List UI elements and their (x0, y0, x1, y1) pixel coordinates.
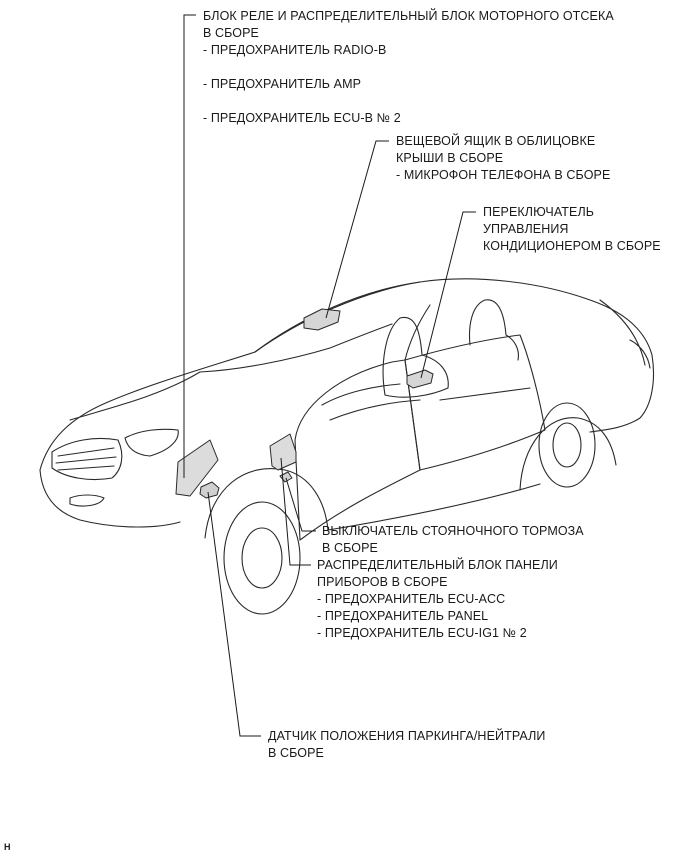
neutral-sensor-line2: В СБОРЕ (268, 746, 324, 760)
windshield-lower (199, 323, 393, 373)
ac-switch-line3: КОНДИЦИОНЕРОМ В СБОРЕ (483, 239, 661, 253)
ac-control-switch (406, 369, 434, 389)
leader-panel-block (280, 457, 311, 566)
leader-neutral-sensor (207, 491, 261, 737)
leader-roof-box (325, 140, 389, 319)
panel-block-fuse-panel: - ПРЕДОХРАНИТЕЛЬ PANEL (317, 609, 489, 623)
roof-box-line2: КРЫШИ В СБОРЕ (396, 151, 504, 165)
roof-box-line1: ВЕЩЕВОЙ ЯЩИК В ОБЛИЦОВКЕ (396, 134, 596, 148)
rocker-sill (327, 483, 541, 531)
panel-block-line2: ПРИБОРОВ В СБОРЕ (317, 575, 448, 589)
engine-relay-block (175, 439, 219, 497)
figure-code: H (4, 842, 11, 852)
leader-ac-switch (420, 211, 476, 379)
rear-wheel (538, 402, 596, 488)
front-wheel-arch (204, 468, 329, 539)
interior-line (329, 387, 531, 421)
engine-block-label: БЛОК РЕЛЕ И РАСПРЕДЕЛИТЕЛЬНЫЙ БЛОК МОТОР… (203, 8, 614, 127)
front-wheel-hub (241, 527, 283, 589)
leader-engine-block (183, 14, 196, 478)
dashboard (321, 383, 401, 406)
roof-line (254, 281, 421, 353)
leader-parking-brake (285, 477, 316, 532)
hood-line (69, 371, 201, 421)
parking-brake-line1: ВЫКЛЮЧАТЕЛЬ СТОЯНОЧНОГО ТОРМОЗА (322, 524, 584, 538)
parking-brake-label: ВЫКЛЮЧАТЕЛЬ СТОЯНОЧНОГО ТОРМОЗА В СБОРЕ (322, 523, 584, 557)
seat-rear (468, 299, 519, 361)
rear-wheel-hub (552, 422, 582, 468)
headlight (124, 428, 179, 457)
car-body-outline (39, 278, 655, 471)
grille-bars (55, 447, 117, 471)
grille (51, 437, 123, 481)
panel-block-label: РАСПРЕДЕЛИТЕЛЬНЫЙ БЛОК ПАНЕЛИ ПРИБОРОВ В… (317, 557, 558, 642)
rear-door-frame (404, 334, 546, 471)
seat-front (382, 316, 449, 398)
front-wheel (223, 501, 301, 615)
engine-block-fuse-ecu-b2: - ПРЕДОХРАНИТЕЛЬ ECU-B № 2 (203, 111, 401, 125)
roof-box-label: ВЕЩЕВОЙ ЯЩИК В ОБЛИЦОВКЕ КРЫШИ В СБОРЕ -… (396, 133, 610, 184)
instrument-panel-block (269, 433, 297, 471)
fog-lamp (69, 494, 105, 507)
parking-brake-line2: В СБОРЕ (322, 541, 378, 555)
engine-block-title-line1: БЛОК РЕЛЕ И РАСПРЕДЕЛИТЕЛЬНЫЙ БЛОК МОТОР… (203, 9, 614, 23)
engine-block-title-line2: В СБОРЕ (203, 26, 259, 40)
parking-brake-switch (279, 471, 293, 483)
b-pillar (404, 304, 431, 361)
neutral-sensor-line1: ДАТЧИК ПОЛОЖЕНИЯ ПАРКИНГА/НЕЙТРАЛИ (268, 729, 546, 743)
taillight (629, 339, 651, 369)
panel-block-line1: РАСПРЕДЕЛИТЕЛЬНЫЙ БЛОК ПАНЕЛИ (317, 558, 558, 572)
roof-console-box (303, 308, 341, 331)
panel-block-fuse-ecu-acc: - ПРЕДОХРАНИТЕЛЬ ECU-ACC (317, 592, 506, 606)
rear-quarter (599, 299, 646, 366)
panel-block-fuse-ecu-ig1: - ПРЕДОХРАНИТЕЛЬ ECU-IG1 № 2 (317, 626, 527, 640)
front-door-frame (294, 359, 421, 541)
engine-block-fuse-amp: - ПРЕДОХРАНИТЕЛЬ AMP (203, 77, 362, 91)
neutral-sensor-label: ДАТЧИК ПОЛОЖЕНИЯ ПАРКИНГА/НЕЙТРАЛИ В СБО… (268, 728, 546, 762)
ac-switch-line1: ПЕРЕКЛЮЧАТЕЛЬ (483, 205, 595, 219)
neutral-start-switch (199, 481, 220, 499)
engine-block-fuse-radio-b: - ПРЕДОХРАНИТЕЛЬ RADIO-B (203, 43, 387, 57)
rear-wheel-arch (519, 417, 617, 491)
roof-box-microphone: - МИКРОФОН ТЕЛЕФОНА В СБОРЕ (396, 168, 611, 182)
ac-switch-label: ПЕРЕКЛЮЧАТЕЛЬ УПРАВЛЕНИЯ КОНДИЦИОНЕРОМ В… (483, 204, 661, 255)
bumper (39, 469, 181, 528)
ac-switch-line2: УПРАВЛЕНИЯ (483, 222, 569, 236)
